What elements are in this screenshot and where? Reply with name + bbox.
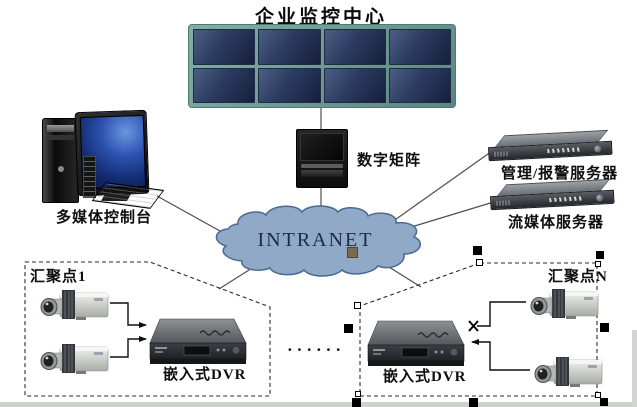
pc-tower <box>42 118 79 203</box>
server-vent <box>496 200 511 206</box>
cctv-camera <box>534 357 603 387</box>
digital-matrix-device <box>296 129 348 188</box>
siteN-label: 汇聚点N <box>548 269 608 285</box>
matrix-slot <box>301 170 343 177</box>
cctv-camera <box>40 290 109 320</box>
power-button <box>57 166 64 172</box>
server-knob <box>596 194 604 202</box>
wall-screen <box>388 29 451 65</box>
cloud-artifact-square <box>347 247 358 258</box>
selection-corner-handle[interactable] <box>595 261 601 267</box>
selection-corner-handle[interactable] <box>595 392 601 398</box>
management-alarm-server-label: 管理/报警服务器 <box>501 166 619 182</box>
wall-screen <box>258 29 321 65</box>
selection-handle[interactable] <box>352 398 361 407</box>
site1-label: 汇聚点1 <box>30 269 87 285</box>
selection-handle[interactable] <box>344 324 353 333</box>
matrix-slot <box>301 164 343 168</box>
selection-handle[interactable] <box>600 398 608 406</box>
wall-screen <box>323 67 386 103</box>
server-knob <box>594 145 602 153</box>
dashed-site-boxes <box>24 261 598 397</box>
camera-arrows <box>110 301 530 371</box>
cctv-camera <box>530 289 599 319</box>
x-marker <box>468 320 479 332</box>
wall-screen <box>258 67 321 103</box>
page-title: 企业监控中心 <box>254 7 387 28</box>
drive-bay <box>47 135 74 140</box>
right-edge-strip <box>632 330 637 407</box>
selection-handle[interactable] <box>600 323 609 332</box>
drive-bay <box>47 125 74 132</box>
selection-handle[interactable] <box>473 246 482 255</box>
embedded-dvr-device <box>367 320 465 366</box>
cctv-camera <box>40 344 109 374</box>
dvrN-label: 嵌入式DVR <box>383 369 467 385</box>
server-ports <box>547 147 582 154</box>
remote-device <box>83 156 96 198</box>
intranet-cloud-label: INTRANET <box>257 229 374 251</box>
selection-handle[interactable] <box>596 251 604 259</box>
wall-screen <box>323 29 386 65</box>
streaming-media-server-label: 流媒体服务器 <box>508 215 605 231</box>
matrix-panel <box>300 133 344 161</box>
server-ports <box>549 196 584 203</box>
dvr1-label: 嵌入式DVR <box>163 367 247 383</box>
selection-corner-handle[interactable] <box>354 302 361 309</box>
wall-screen <box>193 29 256 65</box>
wall-screen <box>388 67 451 103</box>
ellipsis-separator: ······ <box>287 340 346 359</box>
selection-corner-handle[interactable] <box>476 259 483 266</box>
bottom-edge-strip <box>0 402 637 407</box>
wall-screen <box>193 67 256 103</box>
console-label: 多媒体控制台 <box>56 210 153 226</box>
selection-corner-handle[interactable] <box>355 391 361 397</box>
intranet-cloud <box>215 205 422 277</box>
embedded-dvr-device <box>149 318 247 364</box>
server-vent <box>494 151 509 157</box>
selection-handle[interactable] <box>469 398 478 407</box>
digital-matrix-label: 数字矩阵 <box>357 153 422 169</box>
monitor-wall <box>188 24 456 108</box>
